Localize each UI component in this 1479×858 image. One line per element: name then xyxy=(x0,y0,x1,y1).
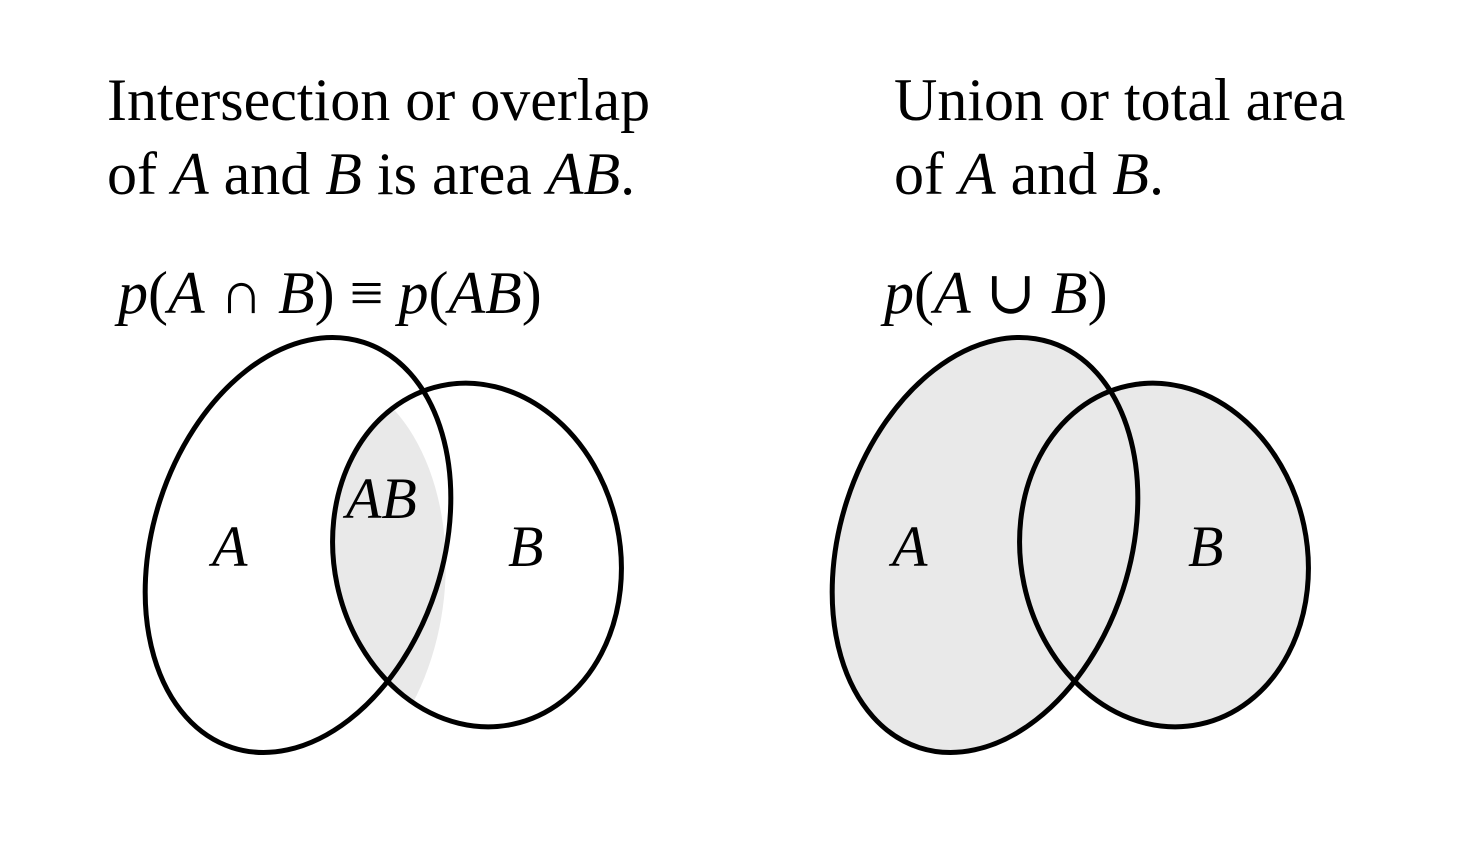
union-shaded-b xyxy=(1019,383,1309,727)
caption-set-b: B xyxy=(325,141,362,207)
caption-set-ab: AB xyxy=(546,141,621,207)
formula-set-a: A xyxy=(933,260,971,326)
caption-text: is area xyxy=(361,141,547,207)
formula-p: p xyxy=(118,260,148,326)
intersection-shaded-region xyxy=(332,383,467,727)
intersection-formula: p(A ∩ B) ≡ p(AB) xyxy=(118,258,542,328)
formula-paren: ( xyxy=(148,260,168,326)
intersection-symbol: ∩ xyxy=(204,260,278,326)
set-b-label: B xyxy=(1188,514,1223,579)
caption-text: of xyxy=(107,141,172,207)
set-a-label: A xyxy=(208,514,248,579)
formula-paren: ( xyxy=(914,260,934,326)
set-a-ellipse xyxy=(829,335,1141,755)
intersection-venn: A AB B xyxy=(142,335,624,755)
union-caption-line2: of A and B. xyxy=(894,137,1346,211)
formula-set-ab: AB xyxy=(448,260,522,326)
formula-paren: ) xyxy=(314,260,335,326)
set-a-ellipse xyxy=(142,335,454,755)
caption-text: . xyxy=(1148,141,1164,207)
formula-paren: ( xyxy=(428,260,449,326)
caption-set-a: A xyxy=(958,141,996,207)
equivalence-symbol: ≡ xyxy=(334,260,399,326)
set-b-ellipse xyxy=(330,380,624,730)
formula-set-a: A xyxy=(167,260,205,326)
intersection-caption-line2: of A and B is area AB. xyxy=(107,137,650,211)
formula-p: p xyxy=(398,260,429,326)
formula-set-b: B xyxy=(277,260,315,326)
intersection-caption-line1: Intersection or overlap xyxy=(107,67,651,133)
set-b-label: B xyxy=(508,514,543,579)
caption-set-b: B xyxy=(1112,141,1149,207)
union-caption: Union or total area of A and B. xyxy=(894,63,1346,211)
caption-text: and xyxy=(208,141,326,207)
intersection-label: AB xyxy=(342,466,417,531)
caption-text: . xyxy=(620,141,636,207)
intersection-caption: Intersection or overlap of A and B is ar… xyxy=(107,63,650,211)
union-caption-line1: Union or total area xyxy=(894,67,1346,133)
formula-paren: ) xyxy=(521,260,542,326)
formula-set-b: B xyxy=(1050,260,1088,326)
formula-p: p xyxy=(884,260,914,326)
set-a-label: A xyxy=(888,514,928,579)
caption-set-a: A xyxy=(171,141,209,207)
union-venn: A B xyxy=(829,335,1311,755)
caption-text: and xyxy=(995,141,1113,207)
formula-paren: ) xyxy=(1087,260,1108,326)
union-formula: p(A ∪ B) xyxy=(884,258,1108,328)
set-b-ellipse xyxy=(1017,380,1311,730)
union-symbol: ∪ xyxy=(970,260,1051,326)
caption-text: of xyxy=(894,141,959,207)
